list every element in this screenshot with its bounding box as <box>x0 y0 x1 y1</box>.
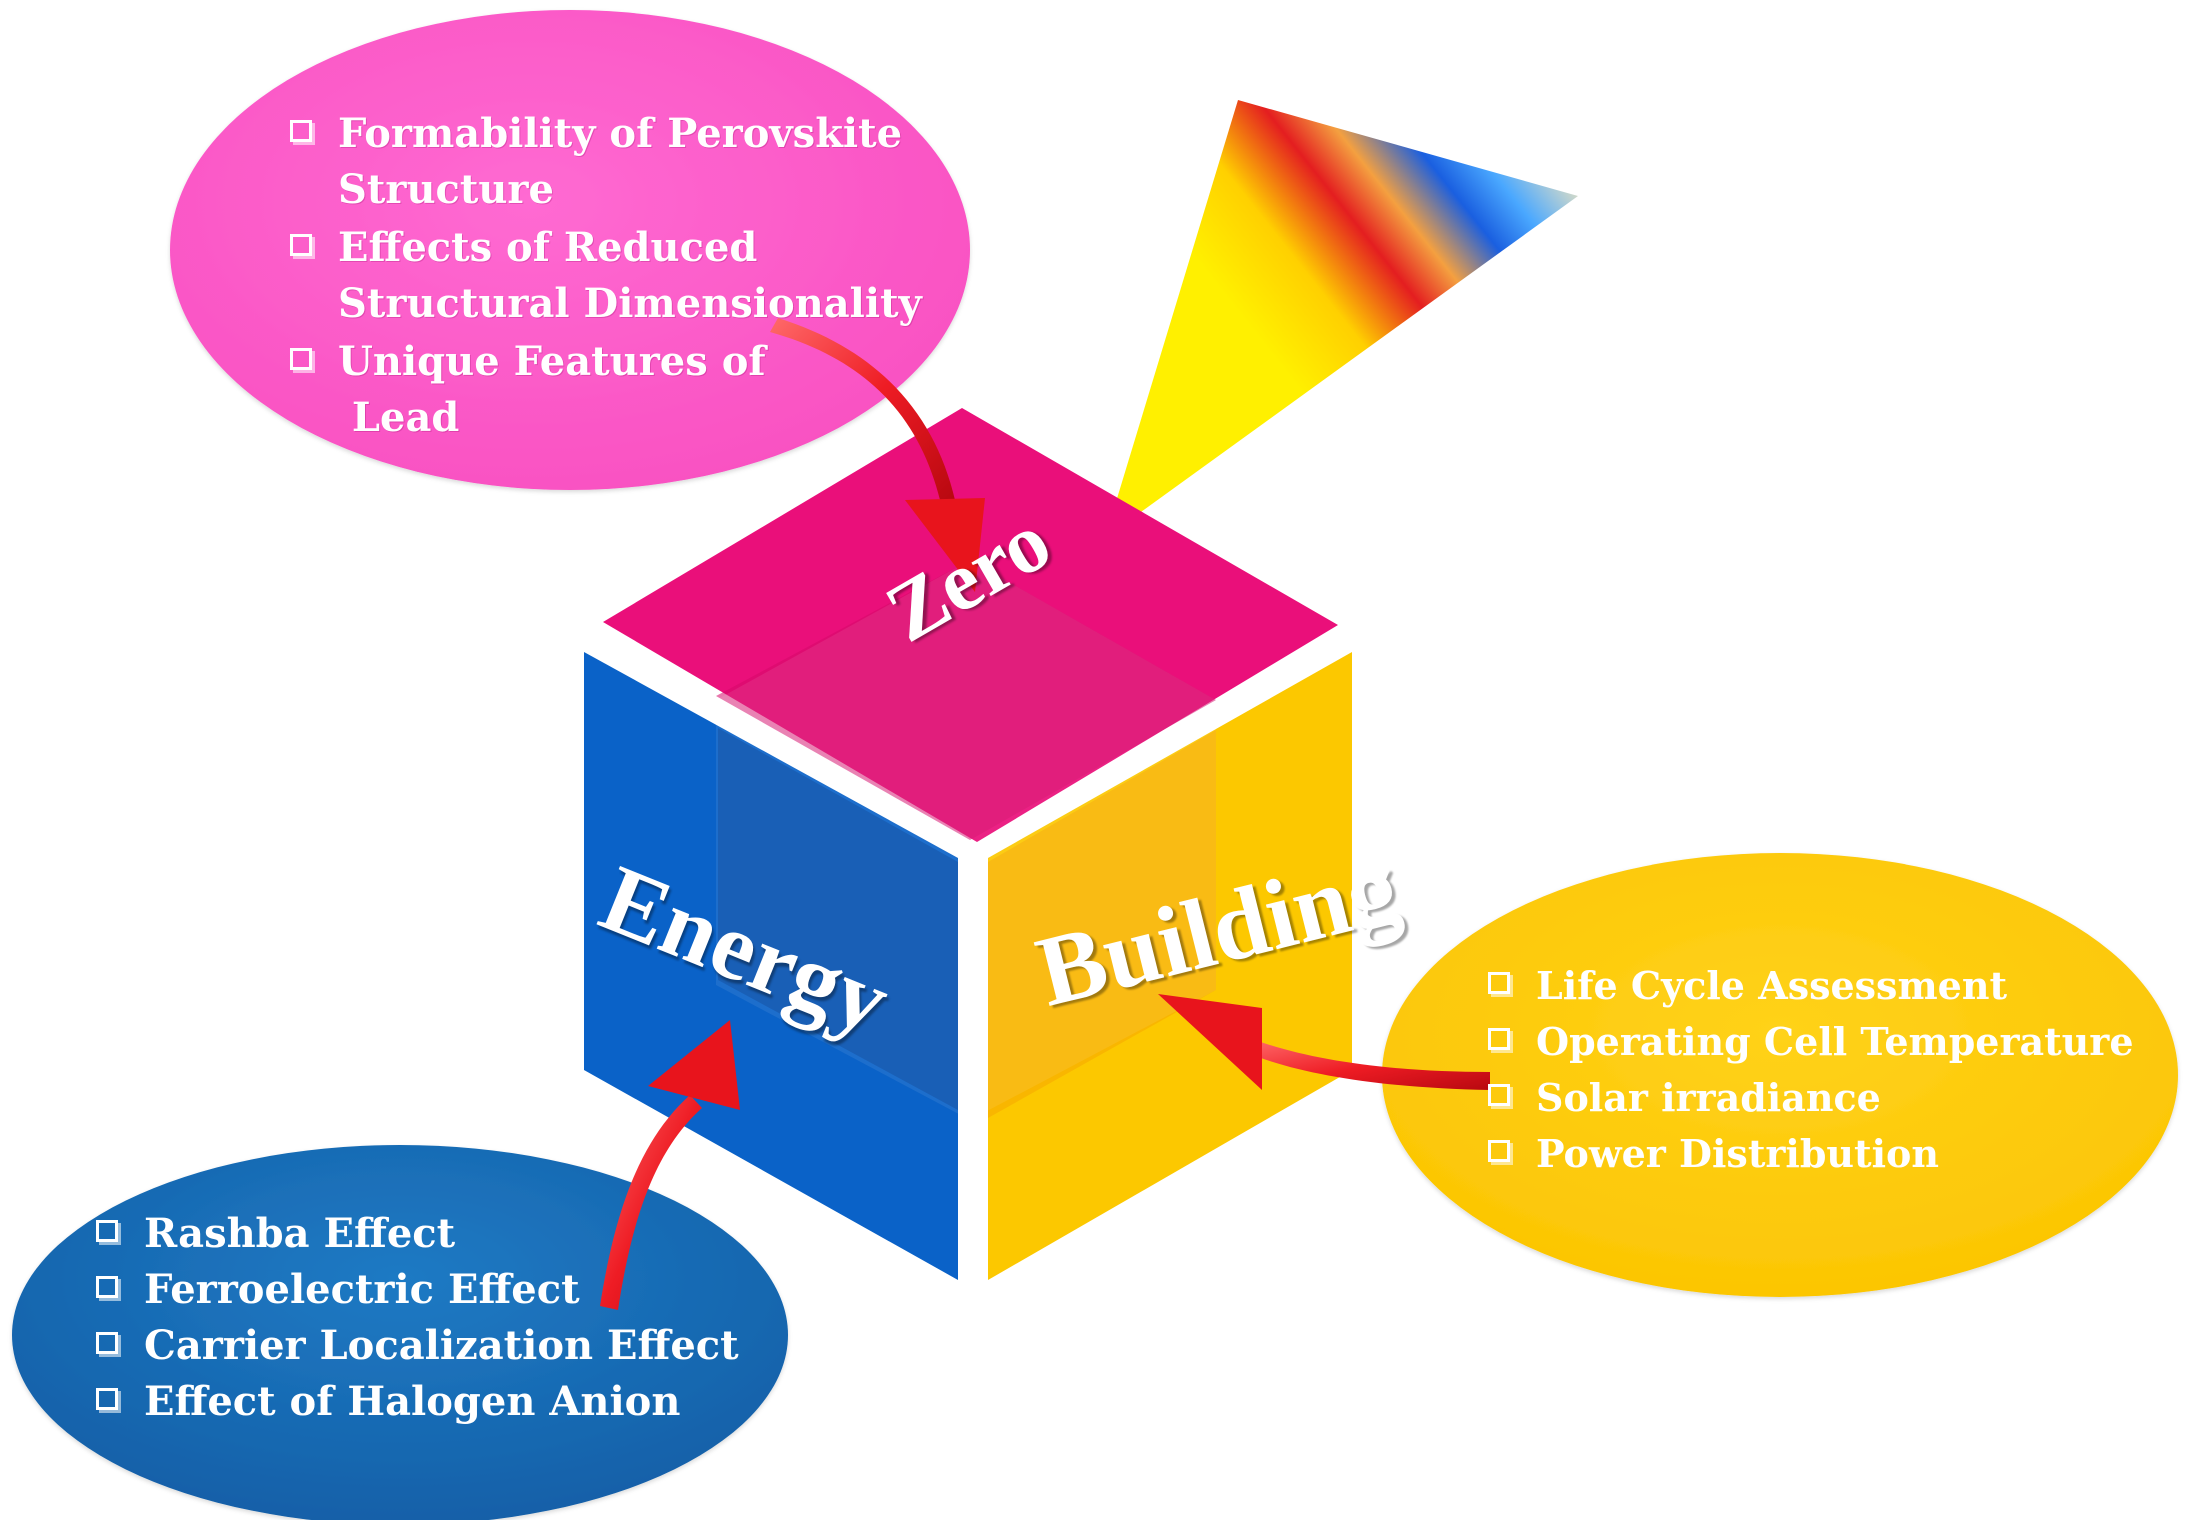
list-item-text: Solar irradiance <box>1536 1075 1881 1120</box>
checkbox-outline-icon <box>290 120 312 142</box>
cube-right-face-inner <box>988 730 1216 1118</box>
yellow-bubble-list: Life Cycle Assessment Operating Cell Tem… <box>1488 958 2168 1182</box>
list-item-line: Effects of Reduced <box>338 224 758 271</box>
checkbox-outline-icon <box>96 1332 118 1354</box>
list-item-text: Effect of Halogen Anion <box>144 1378 681 1425</box>
list-item-line: Unique Features of <box>338 338 766 385</box>
list-item-line: Structural Dimensionality <box>338 280 922 327</box>
checkbox-outline-icon <box>290 234 312 256</box>
cube-left-face-inner <box>718 728 958 1110</box>
checkbox-outline-icon <box>96 1388 118 1410</box>
list-item: Carrier Localization Effect <box>96 1318 816 1374</box>
list-item-line: Formability of Perovskite <box>338 110 903 157</box>
cube <box>584 408 1352 1280</box>
list-item: Solar irradiance <box>1488 1070 2168 1126</box>
cube-center-glow <box>716 560 1216 1120</box>
checkbox-outline-icon <box>96 1276 118 1298</box>
list-item-line: Structure <box>338 166 554 213</box>
list-item-line: Lead <box>338 394 460 441</box>
checkbox-outline-icon <box>1488 1140 1510 1162</box>
blue-bubble <box>12 1145 788 1520</box>
checkbox-outline-icon <box>96 1220 118 1242</box>
list-item-text: Operating Cell Temperature <box>1536 1019 2134 1064</box>
pink-bubble <box>170 10 970 490</box>
cube-top-face-inner <box>716 560 1216 840</box>
list-item-text: Rashba Effect <box>144 1210 456 1257</box>
checkbox-outline-icon <box>1488 1084 1510 1106</box>
checkbox-outline-icon <box>1488 972 1510 994</box>
list-item: Ferroelectric Effect <box>96 1262 816 1318</box>
yellow-bubble <box>1382 853 2178 1297</box>
list-item: Rashba Effect <box>96 1206 816 1262</box>
list-item-text: Carrier Localization Effect <box>144 1322 739 1369</box>
blue-bubble-list: Rashba Effect Ferroelectric Effect Carri… <box>96 1206 816 1430</box>
list-item: Unique Features of Lead <box>290 334 930 446</box>
checkbox-outline-icon <box>290 348 312 370</box>
list-item-text: Ferroelectric Effect <box>144 1266 580 1313</box>
list-item-text: Power Distribution <box>1536 1131 1939 1176</box>
list-item: Operating Cell Temperature <box>1488 1014 2168 1070</box>
list-item-text: Life Cycle Assessment <box>1536 963 2008 1008</box>
list-item: Power Distribution <box>1488 1126 2168 1182</box>
list-item: Life Cycle Assessment <box>1488 958 2168 1014</box>
list-item: Effect of Halogen Anion <box>96 1374 816 1430</box>
checkbox-outline-icon <box>1488 1028 1510 1050</box>
spectrum-light-beam-icon <box>1105 100 1578 538</box>
curved-red-arrow-icon <box>600 318 1490 1310</box>
